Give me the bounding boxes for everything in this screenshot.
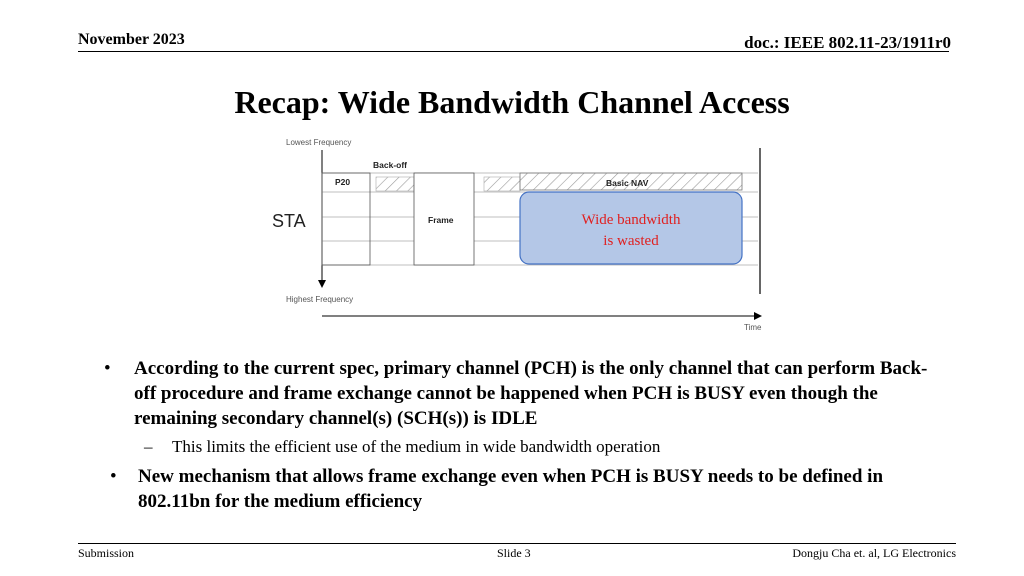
basic-nav-label: Basic NAV xyxy=(606,178,649,188)
bullet-list: • According to the current spec, primary… xyxy=(104,356,944,514)
lowest-frequency-label: Lowest Frequency xyxy=(286,138,351,147)
frame-label: Frame xyxy=(428,215,454,225)
bullet-item: • According to the current spec, primary… xyxy=(104,356,944,431)
bullet-text-new-mechanism: New mechanism that allows frame exchange… xyxy=(138,466,884,512)
time-label: Time xyxy=(744,323,762,332)
header-doc-id: doc.: IEEE 802.11-23/1911r0 xyxy=(744,33,951,52)
footer-submission: Submission xyxy=(78,546,135,560)
basic-nav-bar xyxy=(519,172,743,191)
footer-author: Dongju Cha et. al, LG Electronics xyxy=(792,546,956,560)
header-date: November 2023 xyxy=(78,31,185,48)
backoff-slots-2 xyxy=(483,176,521,192)
wasted-text-line1: Wide bandwidth xyxy=(582,212,681,228)
dash-glyph: – xyxy=(144,437,153,456)
p20-column xyxy=(321,172,371,266)
slide-title: Recap: Wide Bandwidth Channel Access xyxy=(234,84,790,120)
channel-access-diagram: Lowest Frequency Highest Frequency STA P… xyxy=(272,138,762,332)
bullet-item: • New mechanism that allows frame exchan… xyxy=(110,464,944,514)
bullet-glyph: • xyxy=(110,466,117,487)
bullet-glyph: • xyxy=(104,358,111,379)
backoff-slots-1 xyxy=(375,176,415,192)
frequency-axis-arrowhead xyxy=(318,280,326,288)
header-divider xyxy=(78,51,949,52)
bullet-text-pch: According to the current spec, primary c… xyxy=(134,358,928,429)
footer-slide-number: Slide 3 xyxy=(497,546,531,560)
p20-label: P20 xyxy=(335,177,350,187)
footer-divider xyxy=(78,543,956,544)
sub-bullet-item: – This limits the efficient use of the m… xyxy=(104,435,944,459)
sta-label: STA xyxy=(272,211,306,231)
wasted-text-line2: is wasted xyxy=(603,233,659,249)
sub-bullet-text: This limits the efficient use of the med… xyxy=(172,437,661,456)
backoff-label: Back-off xyxy=(373,160,407,170)
time-axis-arrowhead xyxy=(754,312,762,320)
highest-frequency-label: Highest Frequency xyxy=(286,295,353,304)
frame-box xyxy=(413,172,475,266)
wasted-bandwidth-region xyxy=(519,191,743,265)
